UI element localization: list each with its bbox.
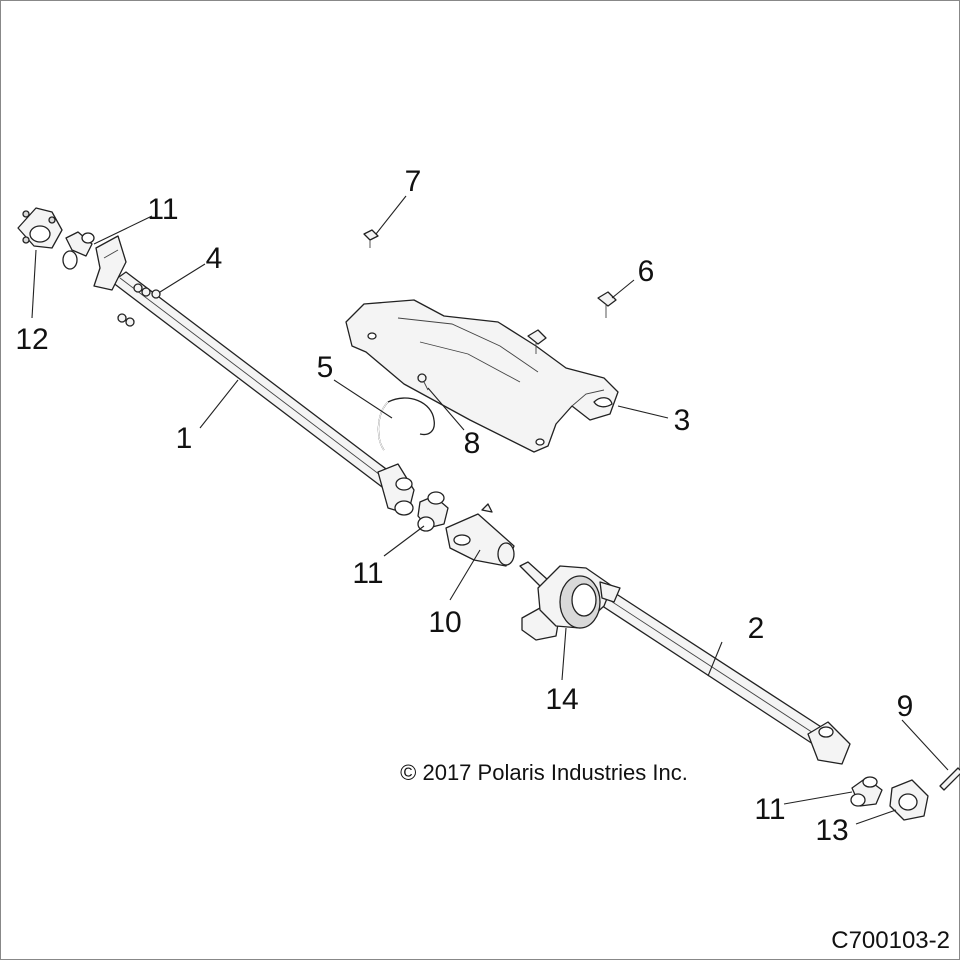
- heat-shield-bolt-6: [597, 291, 617, 318]
- leader-lines: [31, 195, 949, 825]
- callout-13: 13: [815, 814, 848, 847]
- callout-1: 1: [176, 422, 193, 455]
- callout-7: 7: [405, 165, 422, 198]
- figure-id: C700103-2: [831, 927, 950, 954]
- shaft2-rear-yoke: [807, 721, 851, 765]
- heat-shield-bolt-6b: [527, 329, 547, 354]
- u-joint-front: [62, 231, 95, 270]
- front-flange: [17, 207, 63, 249]
- callout-11-front: 11: [147, 193, 178, 226]
- callout-3: 3: [674, 404, 691, 437]
- callout-10: 10: [428, 606, 461, 639]
- slip-yoke: [445, 503, 515, 567]
- u-joint-rear: [850, 776, 883, 807]
- callout-9: 9: [897, 690, 914, 723]
- callout-14: 14: [545, 683, 578, 716]
- rear-flange-yoke: [889, 779, 929, 821]
- front-yoke: [93, 235, 127, 291]
- callout-12: 12: [15, 323, 48, 356]
- shaft1-rear-yoke: [377, 463, 415, 516]
- front-prop-shaft: [111, 271, 399, 491]
- callout-6: 6: [638, 255, 655, 288]
- callout-11-middle: 11: [352, 557, 383, 590]
- callout-8: 8: [464, 427, 481, 460]
- callout-4: 4: [206, 242, 223, 275]
- callout-5: 5: [317, 351, 334, 384]
- yoke-bolts: [117, 283, 161, 327]
- heat-shield: [345, 299, 619, 453]
- callout-11-rear: 11: [754, 793, 785, 826]
- copyright-text: © 2017 Polaris Industries Inc.: [400, 760, 688, 785]
- callout-2: 2: [748, 612, 765, 645]
- bolt-7: [363, 229, 379, 248]
- carrier-bearing: [521, 565, 621, 641]
- screw-8: [417, 373, 429, 391]
- clamp: [377, 397, 435, 451]
- u-joint-middle: [417, 491, 449, 532]
- roll-pin: [939, 767, 960, 791]
